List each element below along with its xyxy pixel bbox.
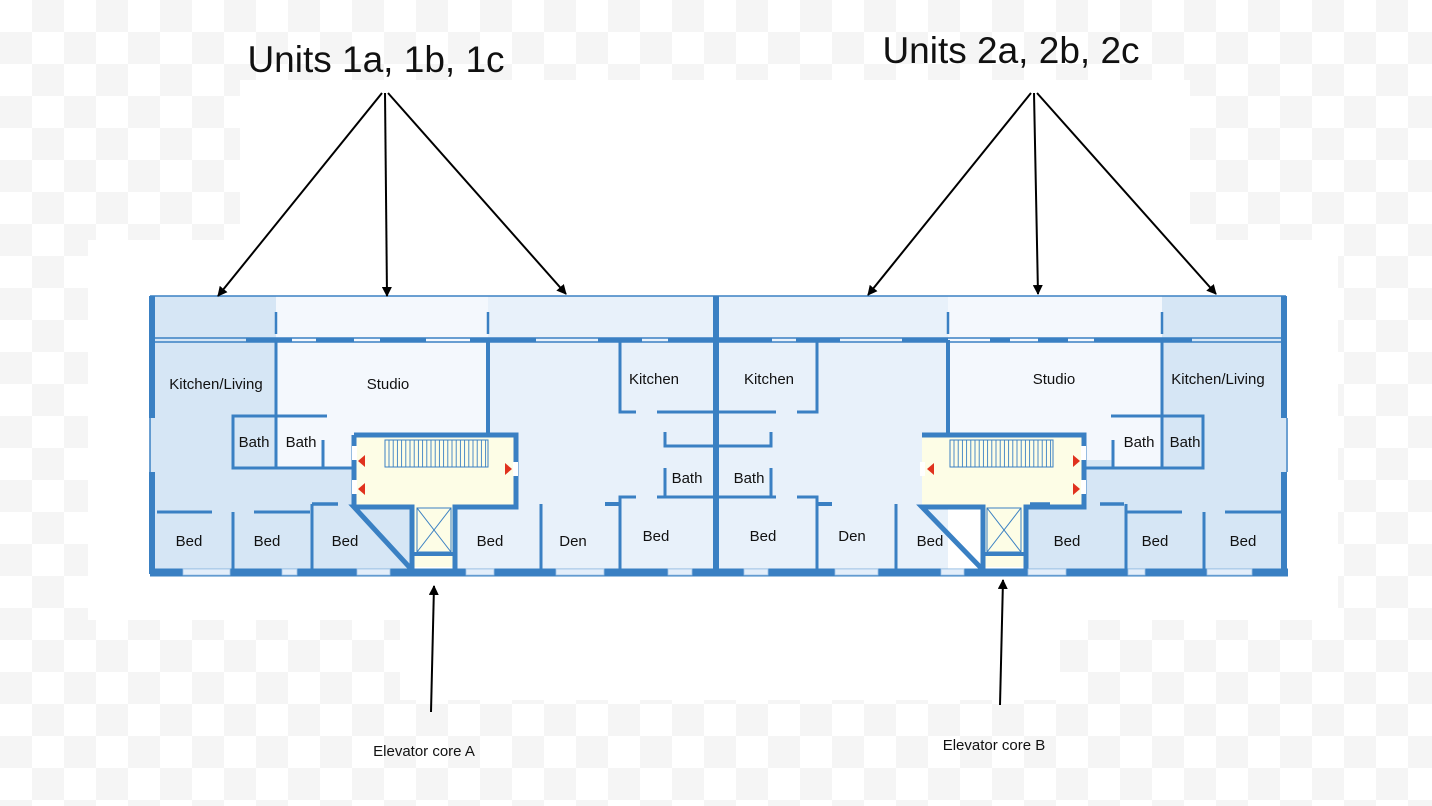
room-label: Kitchen	[629, 371, 679, 388]
arrow-unit-2a	[867, 92, 1032, 296]
unit-1b-bath-fill	[277, 417, 327, 467]
stair-treads-b	[949, 439, 1054, 468]
callout-label-units-2: Units 2a, 2b, 2c	[882, 30, 1139, 71]
callout-core-a: Elevator core A	[373, 585, 475, 760]
room-label: Studio	[367, 376, 410, 393]
window-opening	[1027, 568, 1067, 576]
room-label: Bath	[672, 470, 703, 487]
room-label: Bath	[239, 434, 270, 451]
window-opening	[356, 568, 391, 576]
window-opening	[465, 568, 495, 576]
room-label: Bed	[750, 528, 777, 545]
callout-label-core-b: Elevator core B	[943, 737, 1046, 754]
room-label: Bed	[917, 533, 944, 550]
arrow-unit-1b	[381, 92, 392, 297]
room-label: Bed	[1230, 533, 1257, 550]
callout-core-b: Elevator core B	[943, 579, 1046, 754]
arrow-core-b	[997, 579, 1008, 706]
room-labels: Kitchen/Living Studio Bath Bath Bed Bed …	[169, 371, 1264, 550]
room-label: Bath	[734, 470, 765, 487]
callout-label-units-1: Units 1a, 1b, 1c	[247, 39, 504, 80]
arrow-unit-1a	[217, 92, 383, 297]
room-label: Bed	[176, 533, 203, 550]
room-label: Kitchen/Living	[169, 376, 262, 393]
room-label: Bath	[1170, 434, 1201, 451]
room-label: Bed	[1054, 533, 1081, 550]
interior-walls	[157, 340, 1282, 572]
stair-treads-a	[384, 439, 489, 468]
elevator-core-b	[916, 432, 1087, 577]
arrow-unit-2c	[1036, 92, 1217, 295]
room-label: Kitchen	[744, 371, 794, 388]
stair-arrow-right-icon	[1073, 483, 1080, 495]
callout-label-core-a: Elevator core A	[373, 743, 475, 760]
unit-2c-link	[1086, 468, 1166, 508]
bottom-windows	[182, 568, 1253, 576]
stair-arrow-right-icon	[505, 463, 512, 475]
stair-outline	[949, 439, 1054, 468]
room-label: Bed	[477, 533, 504, 550]
elevator-core-a	[348, 432, 519, 577]
stair-outline	[384, 439, 489, 468]
window-opening	[281, 568, 298, 576]
stair-arrow-left-icon	[358, 455, 365, 467]
stair-arrow-left-icon	[358, 483, 365, 495]
canvas-background-bottom	[400, 610, 1060, 700]
callout-units-2: Units 2a, 2b, 2c	[867, 30, 1217, 296]
room-label: Bed	[643, 528, 670, 545]
room-label: Bed	[332, 533, 359, 550]
stair-arrow-left-icon	[927, 463, 934, 475]
unit-1a-link	[276, 468, 356, 508]
room-label: Den	[559, 533, 587, 550]
stair-arrow-right-icon	[1073, 455, 1080, 467]
window-opening	[182, 568, 231, 576]
window-opening	[1206, 568, 1253, 576]
arrow-core-a	[428, 585, 439, 713]
window-opening	[667, 568, 693, 576]
callout-units-1: Units 1a, 1b, 1c	[217, 39, 567, 297]
arrow-unit-2b	[1032, 92, 1043, 295]
arrow-unit-1c	[387, 92, 567, 295]
room-label: Studio	[1033, 371, 1076, 388]
room-label: Bed	[1142, 533, 1169, 550]
unit-1c-lower	[456, 508, 496, 572]
unit-2b-bath-fill	[1113, 417, 1161, 467]
window-opening	[940, 568, 965, 576]
room-label: Den	[838, 528, 866, 545]
room-label: Kitchen/Living	[1171, 371, 1264, 388]
window-opening	[834, 568, 879, 576]
window-opening	[555, 568, 605, 576]
room-label: Bath	[1124, 434, 1155, 451]
room-label: Bed	[254, 533, 281, 550]
canvas-background-top	[240, 80, 1190, 250]
window-opening	[743, 568, 769, 576]
room-label: Bath	[286, 434, 317, 451]
window-opening	[1127, 568, 1146, 576]
